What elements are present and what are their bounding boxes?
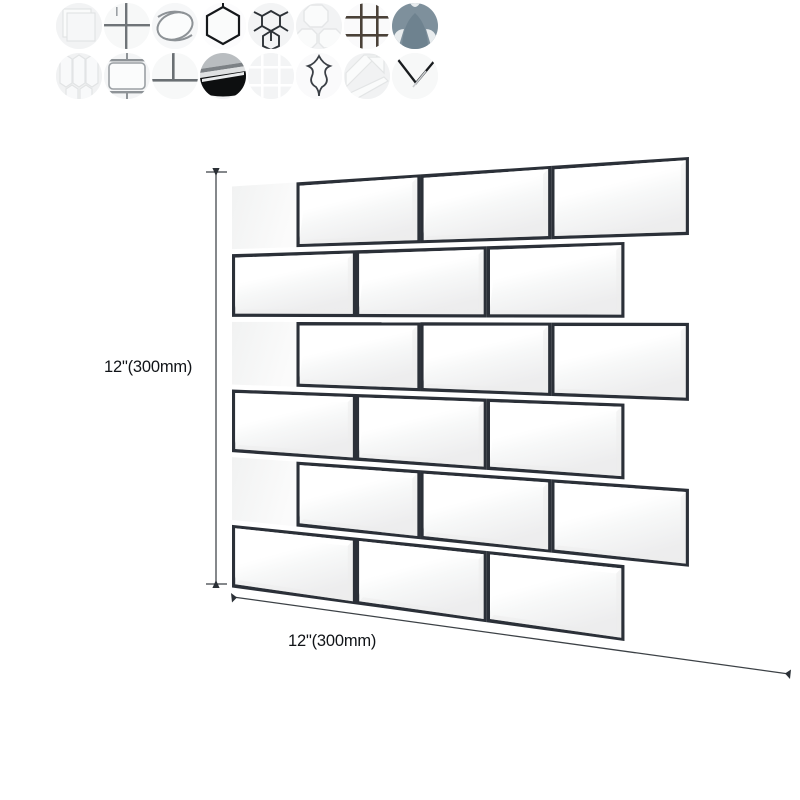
- tile-bevel-highlight: [359, 541, 484, 596]
- tee-joint-tile-swatch[interactable]: [152, 53, 198, 99]
- stacked-bar-tile-swatch[interactable]: [104, 53, 150, 99]
- diagonal-plank-tile-swatch[interactable]: [344, 53, 390, 99]
- tile-bevel-highlight: [235, 253, 353, 309]
- tile-style-swatch-strip: [56, 3, 448, 103]
- tile-face: [359, 249, 484, 315]
- honeycomb-tile-swatch[interactable]: [248, 3, 294, 49]
- oval-lens-tile-swatch[interactable]: [152, 3, 198, 49]
- cross-grid-tile-swatch[interactable]: [104, 3, 150, 49]
- tile-bevel-highlight: [235, 528, 353, 579]
- tile-face: [423, 169, 549, 241]
- tile-face: [554, 160, 686, 237]
- tile-bevel-highlight: [423, 325, 549, 382]
- tile-bevel-highlight: [554, 326, 686, 387]
- cut-tile: [232, 457, 297, 527]
- cut-tile: [232, 182, 297, 250]
- tile-face: [554, 482, 686, 564]
- black-band-tile-swatch[interactable]: [200, 53, 246, 99]
- tile-face: [423, 473, 549, 550]
- tile-bevel-shade: [235, 540, 353, 602]
- tile-bevel-highlight: [490, 402, 622, 461]
- tile-bevel-shade: [299, 177, 418, 244]
- tile-face: [554, 326, 686, 398]
- tile-bevel-highlight: [359, 397, 484, 452]
- tile-bevel-shade: [554, 160, 686, 237]
- tile-bevel-highlight: [299, 325, 418, 378]
- tile-face: [490, 402, 622, 477]
- tile-bevel-highlight: [554, 482, 686, 543]
- tile-bevel-highlight: [490, 554, 622, 613]
- tile-bevel-highlight: [235, 392, 353, 444]
- tile-bevel-highlight: [490, 245, 622, 308]
- tile-face: [359, 397, 484, 467]
- octagon-cluster-tile-swatch[interactable]: [296, 3, 342, 49]
- tile-face: [235, 392, 353, 458]
- tile-bevel-shade: [423, 325, 549, 393]
- tile-face: [235, 253, 353, 314]
- tile-bevel-highlight: [359, 249, 484, 308]
- tile-face: [299, 177, 418, 244]
- dark-grout-grid-tile-swatch[interactable]: [344, 3, 390, 49]
- tile-bevel-shade: [299, 325, 418, 389]
- tile-face: [423, 325, 549, 393]
- square-inset-tile-swatch[interactable]: [56, 3, 102, 49]
- blue-fan-tile-swatch[interactable]: [392, 3, 438, 49]
- panel-height-dimension-label: 12"(300mm): [104, 358, 193, 376]
- tile-face: [299, 325, 418, 389]
- tile-face: [235, 528, 353, 602]
- tile-face: [490, 245, 622, 315]
- tile-face: [299, 465, 418, 536]
- chevron-line-tile-swatch[interactable]: [392, 53, 438, 99]
- pale-grid-tile-swatch[interactable]: [248, 53, 294, 99]
- tile-bevel-shade: [423, 169, 549, 241]
- panel-width-dimension-label: 12"(300mm): [288, 632, 377, 650]
- arabesque-tile-swatch[interactable]: [296, 53, 342, 99]
- cut-tile: [232, 321, 297, 387]
- picket-hex-tile-swatch[interactable]: [56, 53, 102, 99]
- hexagon-outline-tile-swatch[interactable]: [200, 3, 246, 49]
- tile-bevel-highlight: [299, 465, 418, 518]
- tile-bevel-shade: [554, 326, 686, 398]
- tile-bevel-highlight: [423, 473, 549, 530]
